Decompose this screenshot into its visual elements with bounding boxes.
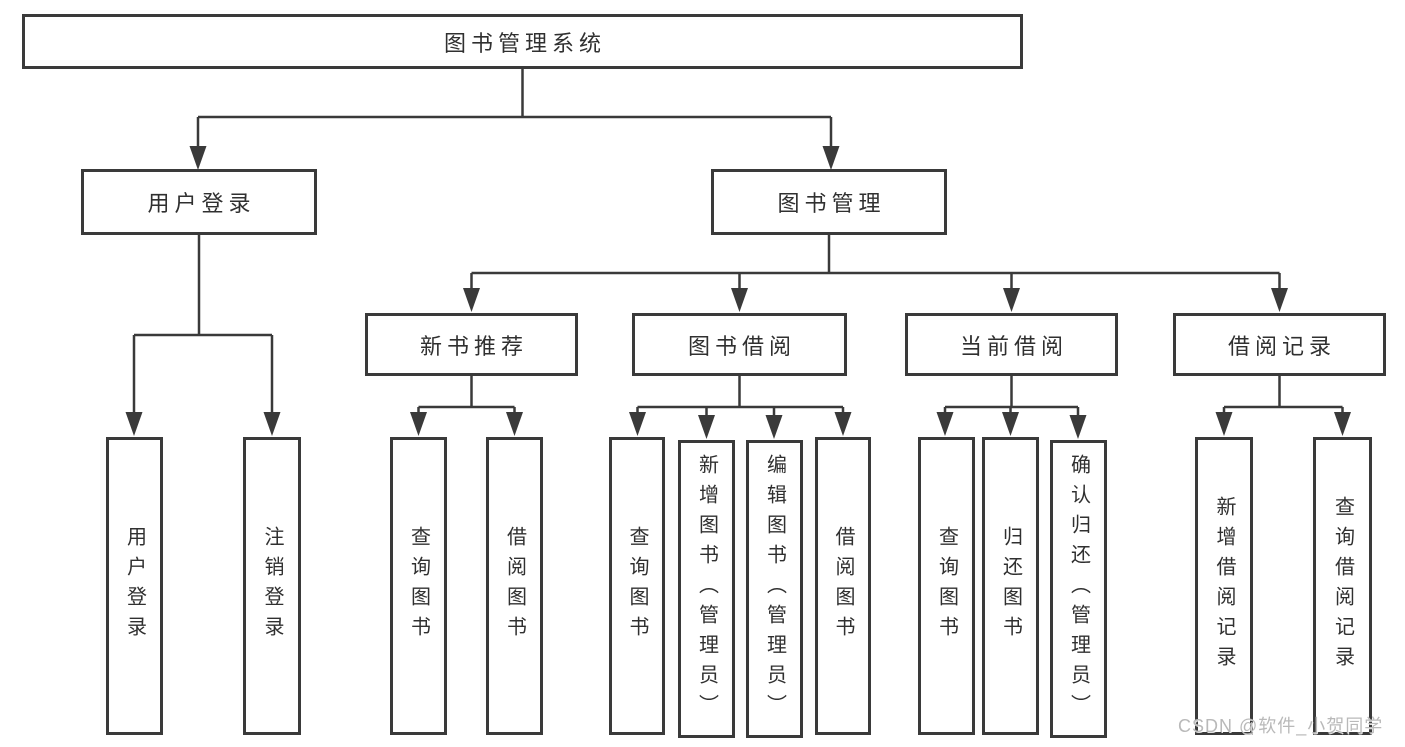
leaf-label: 编辑图书（管理员）	[763, 454, 786, 724]
leaf-label: 查询图书	[935, 526, 958, 646]
leaf-label: 注销登录	[261, 526, 283, 646]
leaf-return-book: 归还图书	[982, 437, 1039, 735]
leaf-label: 新增图书（管理员）	[695, 454, 718, 724]
leaf-edit-book-admin: 编辑图书（管理员）	[746, 440, 803, 738]
leaf-confirm-return-admin: 确认归还（管理员）	[1050, 440, 1107, 738]
leaf-label: 归还图书	[999, 526, 1022, 646]
node-current-borrow: 当前借阅	[905, 313, 1118, 376]
leaf-label: 确认归还（管理员）	[1067, 454, 1090, 724]
leaf-query-borrow-record: 查询借阅记录	[1313, 437, 1372, 735]
leaf-label: 查询借阅记录	[1331, 496, 1354, 676]
leaf-add-book-admin: 新增图书（管理员）	[678, 440, 735, 738]
node-book-borrow: 图书借阅	[632, 313, 847, 376]
leaf-label: 新增借阅记录	[1213, 496, 1235, 676]
node-borrow-record: 借阅记录	[1173, 313, 1386, 376]
leaf-query-book-2: 查询图书	[609, 437, 665, 735]
leaf-user-login: 用户登录	[106, 437, 163, 735]
node-user-login: 用户登录	[81, 169, 317, 235]
csdn-watermark: CSDN @软件_小贺同学	[1178, 716, 1384, 736]
leaf-logout: 注销登录	[243, 437, 301, 735]
node-book-management: 图书管理	[711, 169, 947, 235]
leaf-query-book-3: 查询图书	[918, 437, 975, 735]
leaf-borrow-book-1: 借阅图书	[486, 437, 543, 735]
leaf-label: 用户登录	[123, 526, 146, 646]
node-new-book-recommend: 新书推荐	[365, 313, 578, 376]
leaf-label: 查询图书	[626, 526, 648, 646]
arrowheads	[125, 146, 1351, 439]
leaf-label: 查询图书	[407, 526, 430, 646]
leaf-add-borrow-record: 新增借阅记录	[1195, 437, 1253, 735]
leaf-query-book-1: 查询图书	[390, 437, 447, 735]
connector-path	[132, 69, 1344, 421]
leaf-label: 借阅图书	[832, 526, 854, 646]
node-root: 图书管理系统	[22, 14, 1023, 69]
leaf-label: 借阅图书	[503, 526, 526, 646]
leaf-borrow-book-2: 借阅图书	[815, 437, 871, 735]
